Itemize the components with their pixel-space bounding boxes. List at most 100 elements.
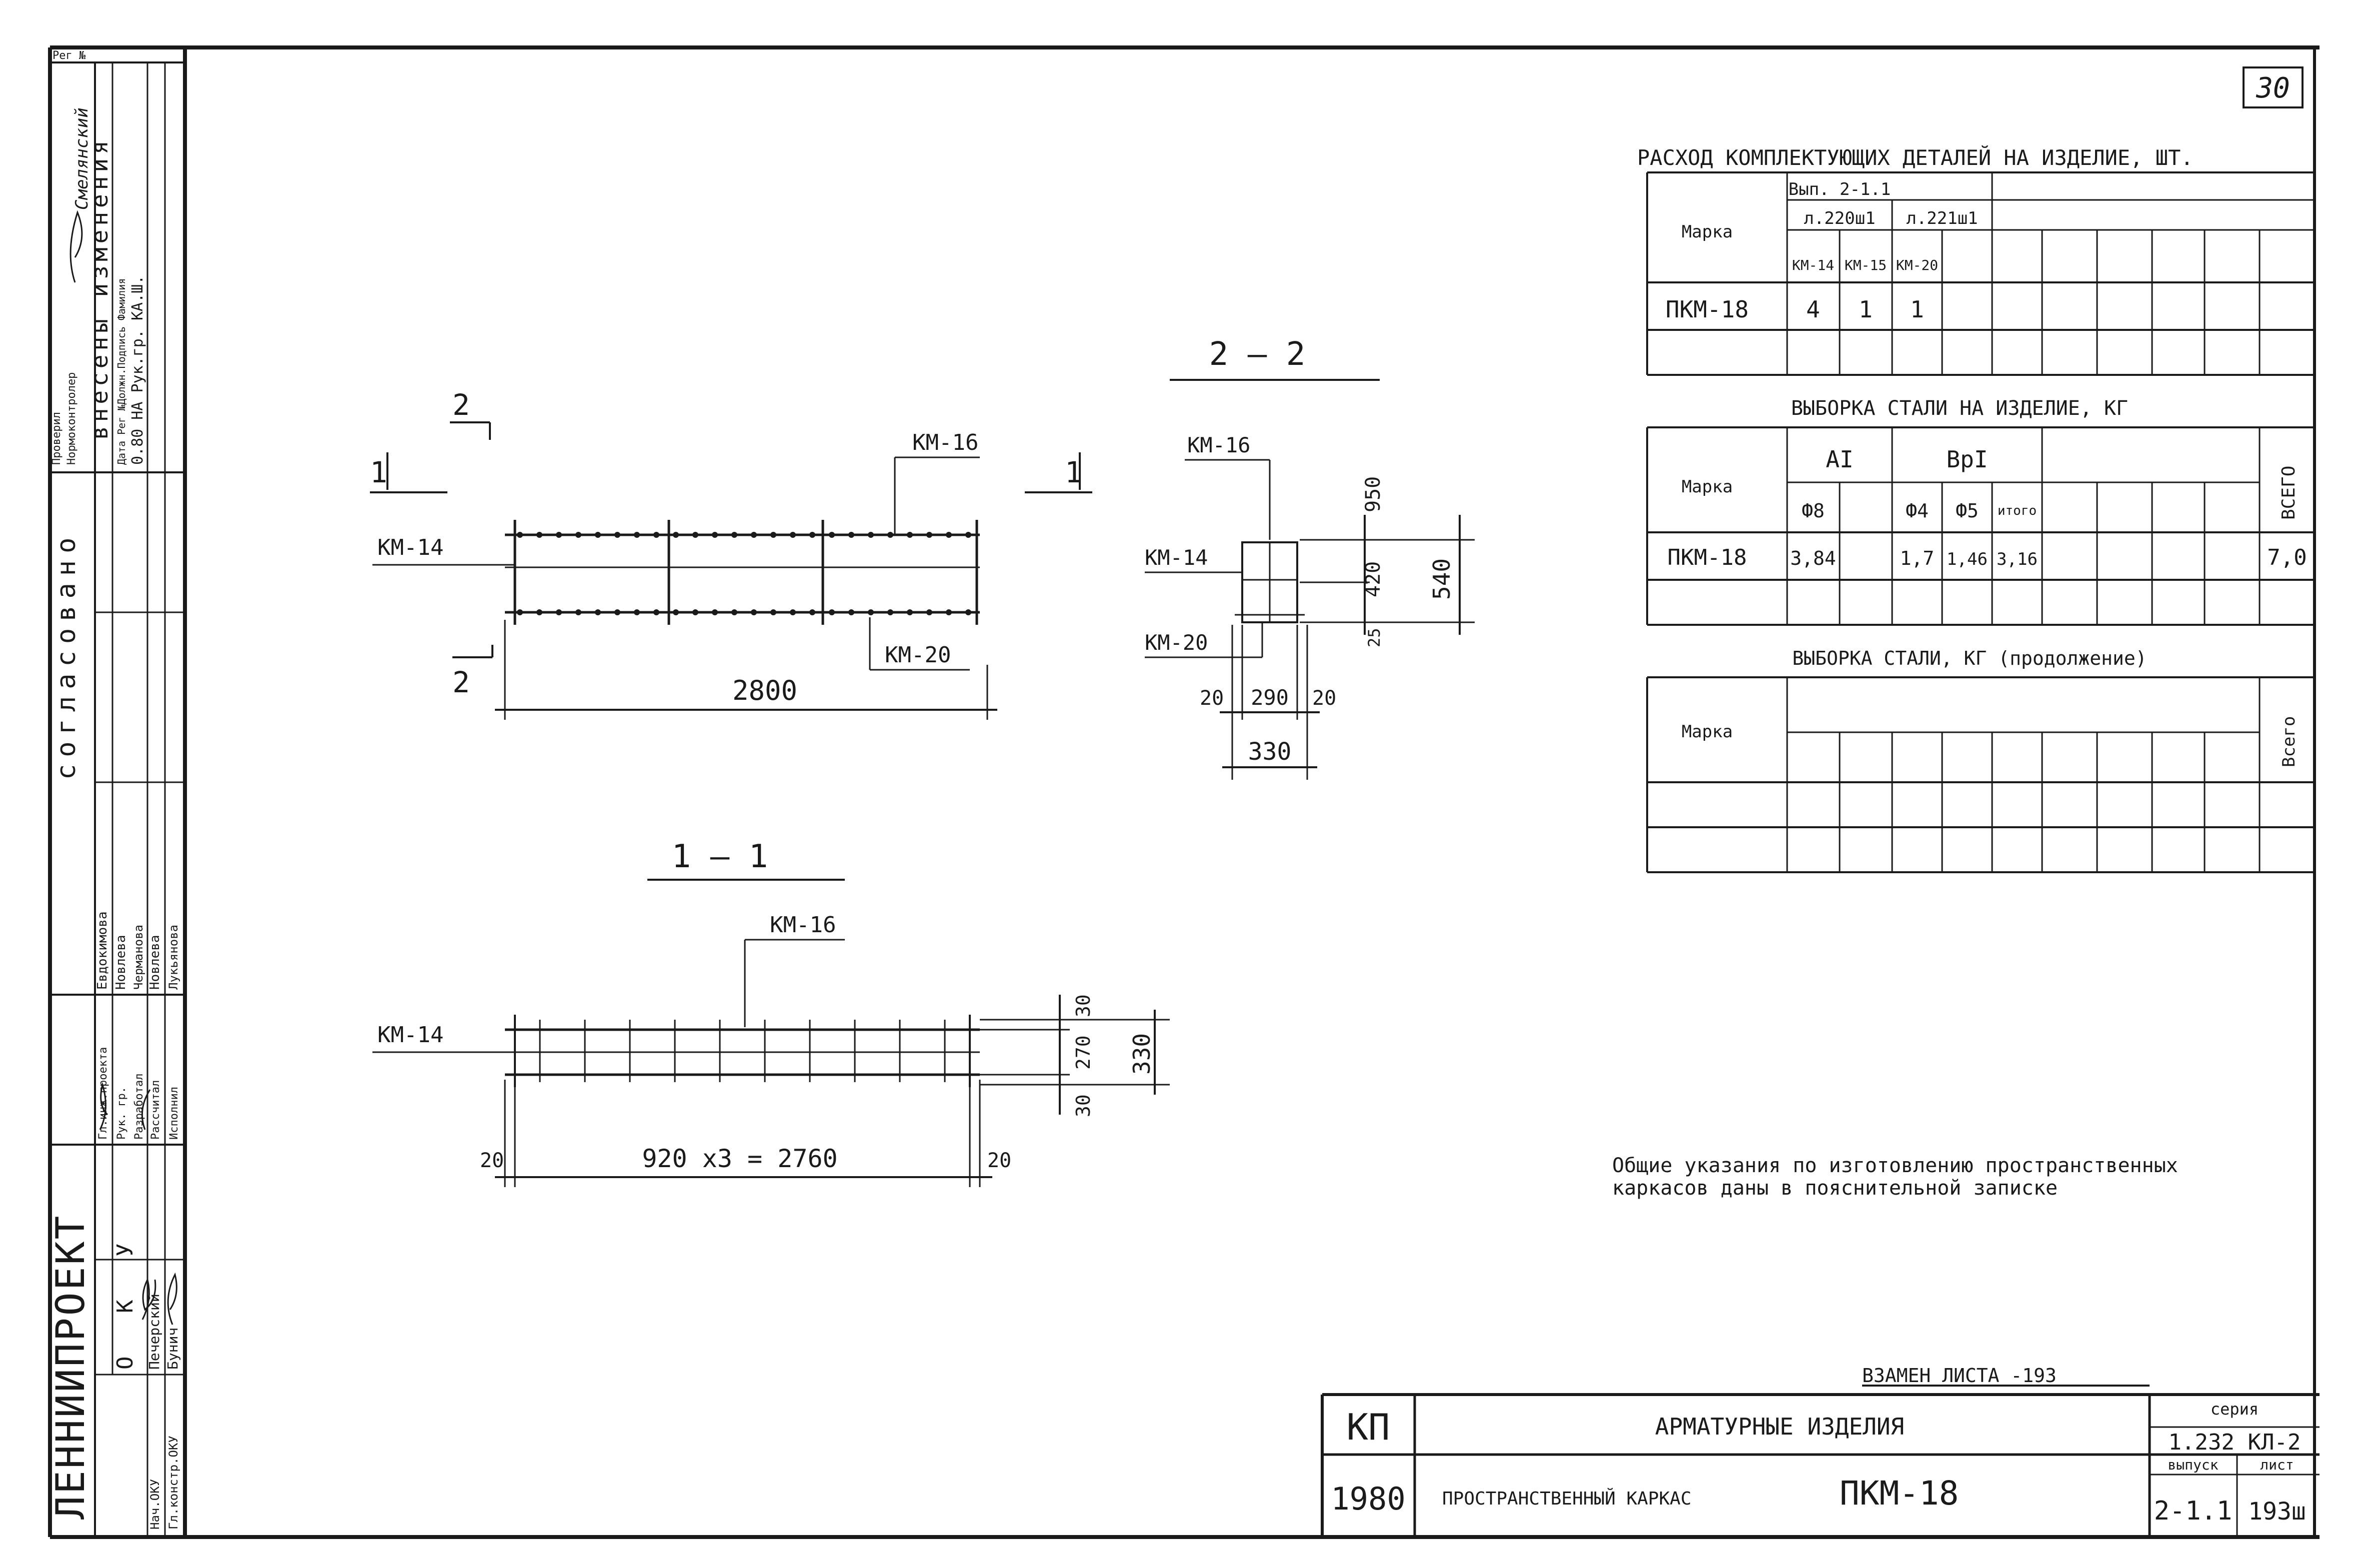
year-label: 1980	[1331, 1481, 1405, 1517]
t3-title: ВЫБОРКА СТАЛИ, КГ (продолжение)	[1792, 647, 2147, 669]
soglasovano-label: согласовано	[51, 531, 81, 780]
t2-h4: итого	[1998, 503, 2037, 518]
fam-novleva-2: Новлева	[147, 935, 162, 990]
components-table: РАСХОД КОМПЛЕКТУЮЩИХ ДЕТАЛЕЙ НА ИЗДЕЛИЕ,…	[1637, 145, 2315, 376]
weld-dot	[848, 609, 854, 615]
fam-evdokimova: Евдокимова	[95, 911, 110, 990]
seria-value: 1.232 КЛ-2	[2169, 1430, 2301, 1455]
oku-label: О К У	[112, 1229, 138, 1370]
sec22-km16: КМ-16	[1187, 433, 1250, 457]
weld-dot	[829, 609, 835, 615]
t2-g2: ВрI	[1946, 446, 1988, 473]
t2-total-header: ВСЕГО	[2279, 466, 2299, 520]
normcontrol-label: Нормоконтролер	[65, 372, 78, 465]
t1-c1: КМ-14	[1792, 257, 1834, 273]
t2-total: 7,0	[2267, 545, 2307, 570]
checked-label: Проверил	[50, 412, 63, 465]
weld-dot	[887, 609, 893, 615]
t1-v1: 4	[1806, 296, 1820, 323]
sec22-km20: КМ-20	[1145, 630, 1208, 655]
sec22-d290: 290	[1251, 685, 1289, 710]
fam-chermanova: Черманова	[131, 925, 145, 990]
weld-dot	[614, 609, 620, 615]
weld-dot	[673, 609, 679, 615]
sec11-d30b: 30	[1072, 1094, 1094, 1117]
t3-total-header: Всего	[2279, 716, 2299, 767]
weld-dot	[556, 532, 562, 538]
cut-mark-1-right: 1	[1065, 455, 1082, 489]
title-block: ВЗАМЕН ЛИСТА -193 КП 1980 АРМАТУРНЫЕ ИЗД…	[1321, 1365, 2320, 1537]
weld-dot	[770, 532, 776, 538]
weld-dot	[731, 609, 737, 615]
sec11-d30a: 30	[1072, 994, 1094, 1017]
weld-dot	[692, 609, 698, 615]
stirrup-lines	[539, 1020, 946, 1082]
ispolnil-label: Исполнил	[168, 1087, 180, 1140]
weld-dot	[848, 532, 854, 538]
weld-dot	[634, 609, 640, 615]
weld-dot	[829, 532, 835, 538]
fam-novleva-1: Новлева	[113, 935, 128, 990]
weld-dot	[809, 609, 815, 615]
steel-cont-table: ВЫБОРКА СТАЛИ, КГ (продолжение) Марка Вс…	[1646, 647, 2315, 873]
weld-dot	[809, 532, 815, 538]
note-line-1: Общие указания по изготовлению пространс…	[1612, 1154, 2178, 1177]
weld-dot	[868, 609, 874, 615]
t2-row-mark: ПКМ-18	[1668, 545, 1747, 570]
weld-dot	[946, 532, 952, 538]
t2-h3: Ф5	[1956, 500, 1979, 522]
t1-vyp: Вып. 2-1.1	[1789, 179, 1891, 199]
t1-row-mark: ПКМ-18	[1666, 296, 1749, 323]
product-mark: ПКМ-18	[1840, 1474, 1959, 1513]
weld-dot	[517, 532, 523, 538]
note-line-2: каркасов даны в пояснительной записке	[1612, 1177, 2058, 1200]
org-name: ЛЕННИИПРОЕКТ	[48, 1214, 93, 1520]
section-2-2: 2 — 2 КМ-16 КМ-14 КМ-20 950 420 540 25 2…	[1145, 336, 1475, 780]
list-label: лист	[2260, 1457, 2294, 1473]
weld-dot	[926, 532, 932, 538]
change-row: 0.80 НА Рук.гр. КА.Ш.	[129, 275, 146, 465]
weld-dot	[614, 532, 620, 538]
t2-title: ВЫБОРКА СТАЛИ НА ИЗДЕЛИЕ, КГ	[1791, 397, 2128, 420]
sec22-km14: КМ-14	[1145, 545, 1208, 570]
weld-dot	[751, 609, 757, 615]
cut-mark-1-left: 1	[370, 455, 387, 489]
general-note: Общие указания по изготовлению пространс…	[1612, 1154, 2178, 1200]
t1-title: РАСХОД КОМПЛЕКТУЮЩИХ ДЕТАЛЕЙ НА ИЗДЕЛИЕ,…	[1637, 145, 2194, 170]
reg-label: Рег №	[52, 49, 85, 62]
t2-v1: 3,84	[1790, 547, 1836, 569]
rasschit-label: Рассчитал	[149, 1080, 162, 1140]
weld-dot	[946, 609, 952, 615]
title-line-1: АРМАТУРНЫЕ ИЗДЕЛИЯ	[1655, 1413, 1905, 1440]
weld-dot	[556, 609, 562, 615]
sec22-d540: 540	[1428, 558, 1455, 600]
weld-dots	[517, 532, 971, 615]
sheet-number-box: 30	[2243, 66, 2304, 108]
weld-dot	[907, 532, 913, 538]
sec11-d20b: 20	[987, 1149, 1011, 1172]
weld-dot	[536, 609, 542, 615]
elev-km14: КМ-14	[377, 535, 443, 560]
weld-dot	[673, 532, 679, 538]
change-cols: Дата Рег №Должн.Подпись Фамилия	[115, 278, 127, 465]
sec22-d20b: 20	[1312, 687, 1336, 710]
replace-note: ВЗАМЕН ЛИСТА -193	[1862, 1365, 2057, 1387]
weld-dot	[770, 609, 776, 615]
sec11-d270: 270	[1072, 1035, 1094, 1070]
weld-dot	[790, 609, 796, 615]
weld-dot	[790, 532, 796, 538]
sec11-km16: КМ-16	[770, 912, 836, 938]
weld-dot	[868, 532, 874, 538]
t2-v4: 3,16	[1997, 549, 2038, 569]
fam-lukyanova: Лукьянова	[166, 925, 180, 990]
weld-dot	[887, 532, 893, 538]
weld-dot	[575, 609, 581, 615]
sec22-d420: 420	[1362, 561, 1385, 597]
weld-dot	[965, 532, 971, 538]
sec22-d330: 330	[1248, 738, 1292, 766]
weld-dot	[634, 532, 640, 538]
weld-dot	[653, 609, 659, 615]
sec11-length: 920 x3 = 2760	[642, 1144, 837, 1173]
section-1-1: 1 — 1 КМ-16 КМ-14 30 270	[372, 838, 1170, 1187]
weld-dot	[536, 532, 542, 538]
